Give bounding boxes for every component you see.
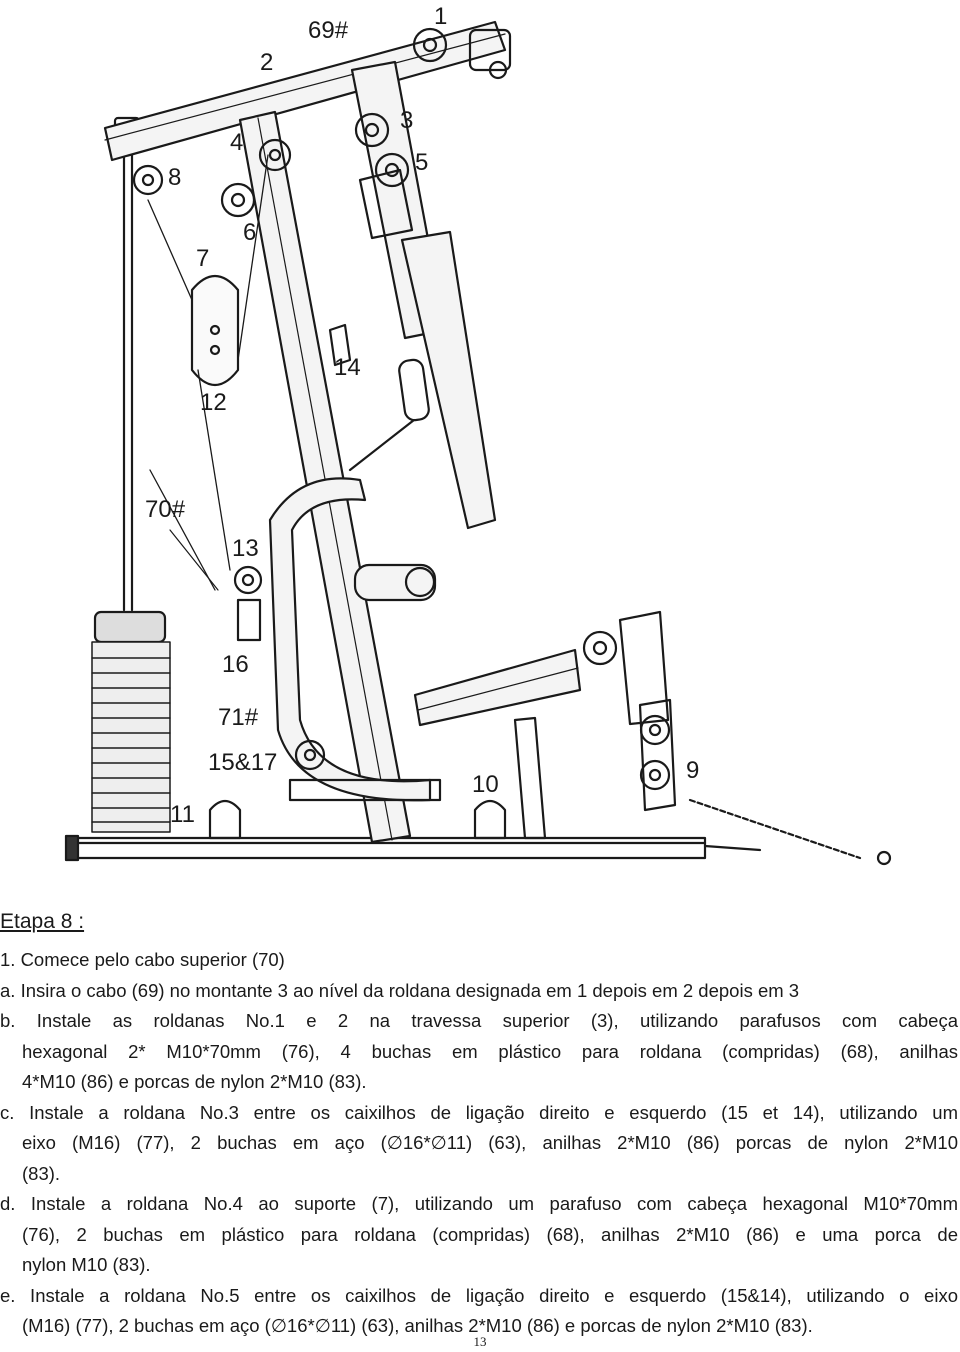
- instruction-line: c. Instale a roldana No.3 entre os caixi…: [0, 1101, 958, 1123]
- instruction-line: d. Instale a roldana No.4 ao suporte (7)…: [0, 1193, 958, 1214]
- label-16: 16: [222, 651, 249, 678]
- label-1: 1: [434, 3, 447, 30]
- label-12: 12: [200, 389, 227, 416]
- label-5: 5: [415, 149, 428, 176]
- label-7: 7: [196, 245, 209, 272]
- instruction-line: eixo (M16) (77), 2 buchas em aço (∅16*∅1…: [22, 1132, 958, 1153]
- instruction-line: (M16) (77), 2 buchas em aço (∅16*∅11) (6…: [22, 1315, 813, 1336]
- instruction-line: nylon M10 (83).: [22, 1254, 151, 1275]
- home-gym-assembly-diagram: 1 69# 2 3 4 5 8 6 7 14 12 70# 13 16 71# …: [64, 3, 892, 866]
- page-number: 13: [473, 1334, 487, 1349]
- step-heading: Etapa 8 :: [0, 910, 85, 933]
- label-71: 71#: [218, 704, 259, 731]
- label-9: 9: [686, 757, 699, 784]
- instruction-line: hexagonal 2* M10*70mm (76), 4 buchas em …: [22, 1040, 958, 1062]
- label-8: 8: [168, 164, 181, 191]
- instruction-line: (76), 2 buchas em plástico para roldana …: [22, 1223, 958, 1245]
- instruction-line: a. Insira o cabo (69) no montante 3 ao n…: [0, 979, 800, 1001]
- instruction-line: b. Instale as roldanas No.1 e 2 na trave…: [0, 1010, 958, 1031]
- instructions: Etapa 8 : 1. Comece pelo cabo superior (…: [0, 905, 958, 1342]
- label-13: 13: [232, 535, 259, 562]
- instruction-line: 1. Comece pelo cabo superior (70): [0, 949, 285, 970]
- label-14: 14: [334, 354, 361, 381]
- label-69: 69#: [308, 17, 349, 44]
- instruction-line: e. Instale a roldana No.5 entre os caixi…: [0, 1284, 958, 1306]
- label-15-17: 15&17: [208, 749, 277, 776]
- label-6: 6: [243, 219, 256, 246]
- label-70: 70#: [145, 496, 186, 523]
- instruction-line: 4*M10 (86) e porcas de nylon 2*M10 (83).: [22, 1071, 367, 1092]
- label-2: 2: [260, 49, 273, 76]
- label-11: 11: [170, 801, 195, 828]
- label-3: 3: [400, 107, 413, 134]
- instruction-line: (83).: [22, 1162, 61, 1184]
- label-4: 4: [230, 129, 243, 156]
- label-10: 10: [472, 771, 499, 798]
